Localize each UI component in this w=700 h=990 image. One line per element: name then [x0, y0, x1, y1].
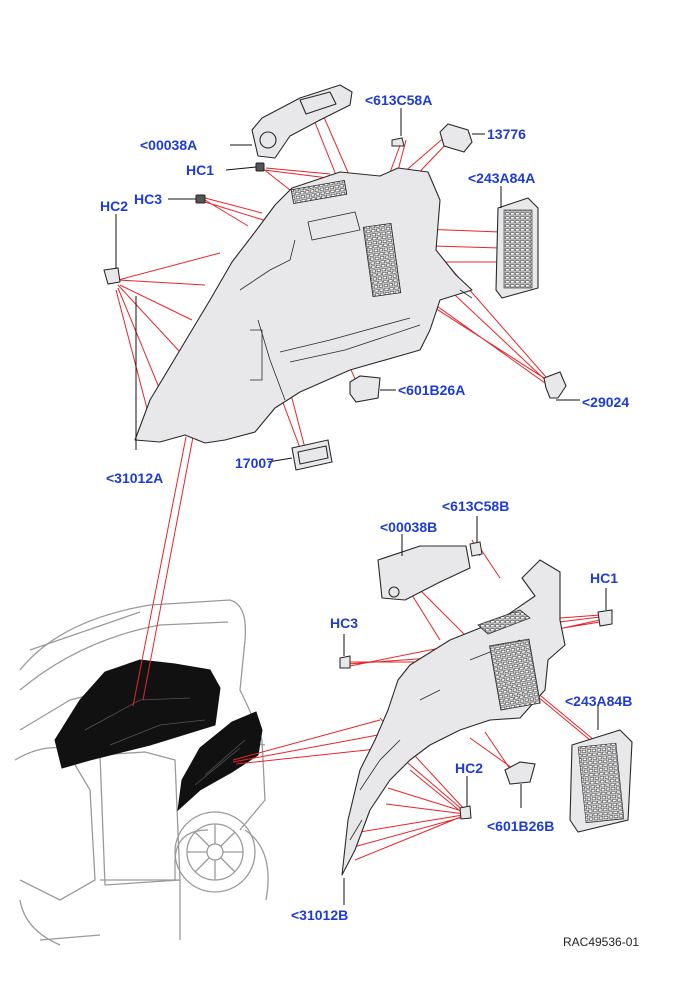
part-hc1-clip-upper	[255, 162, 265, 172]
reference-code: RAC49536-01	[563, 935, 640, 949]
label-613c58a: <613C58A	[365, 92, 433, 108]
label-31012b: <31012B	[291, 907, 349, 923]
part-hc2-clip-upper	[103, 267, 121, 285]
label-29024: <29024	[582, 394, 630, 410]
label-hc3-upper: HC3	[134, 191, 163, 207]
part-601b26a-pocket	[349, 375, 381, 403]
part-601b26b-pocket	[504, 761, 536, 785]
part-hc3-clip-upper	[195, 194, 206, 204]
label-17007: 17007	[235, 455, 274, 471]
label-13776: 13776	[487, 126, 526, 142]
part-243a84a-panel-grille	[362, 222, 402, 298]
label-31012a: <31012A	[106, 470, 164, 486]
part-613c58b-clip	[469, 541, 483, 557]
part-613c58a-clip	[391, 137, 405, 147]
part-31012b-lower-panel	[341, 559, 566, 876]
vehicle-trim-highlights	[54, 659, 263, 812]
part-31012b-detail	[349, 609, 531, 841]
part-top-vent	[290, 179, 348, 205]
label-243a84b: <243A84B	[565, 693, 633, 709]
label-hc2-upper: HC2	[100, 198, 129, 214]
label-pointers	[115, 108, 607, 905]
label-hc1-upper: HC1	[186, 162, 215, 178]
part-31012a-detail	[239, 211, 473, 401]
label-243a84a: <243A84A	[468, 170, 536, 186]
part-243a84a-grille	[495, 197, 539, 299]
part-243a84b-panel-grille	[489, 638, 541, 711]
part-13776-bracket	[439, 123, 473, 153]
part-00038b-bracket	[377, 545, 471, 601]
vehicle-trim-detail	[84, 697, 246, 786]
label-00038a: <00038A	[140, 137, 198, 153]
part-hc1-clip-lower	[597, 609, 613, 627]
rear-wheel	[174, 811, 256, 893]
part-00038a-bracket	[251, 84, 353, 159]
label-hc1-lower: HC1	[590, 570, 619, 586]
part-hc3-clip-lower	[339, 655, 351, 669]
label-hc3-lower: HC3	[330, 615, 359, 631]
label-601b26a: <601B26A	[398, 382, 466, 398]
part-17007-cover	[291, 439, 333, 471]
part-243a84b-grille	[569, 729, 633, 833]
part-31012a-upper-panel	[134, 167, 473, 444]
label-613c58b: <613C58B	[442, 498, 510, 514]
label-601b26b: <601B26B	[487, 818, 555, 834]
part-29024-hook	[543, 371, 567, 399]
label-hc2-lower: HC2	[455, 760, 484, 776]
label-00038b: <00038B	[380, 519, 438, 535]
part-hc2-clip-lower	[459, 805, 472, 820]
